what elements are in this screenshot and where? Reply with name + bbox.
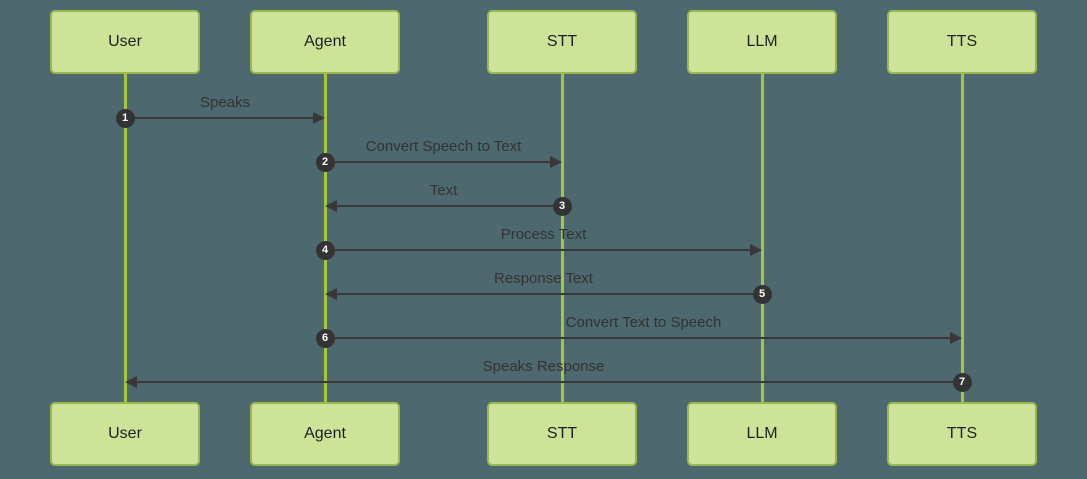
message-label-6: Convert Text to Speech	[565, 314, 722, 331]
message-arrow-5	[336, 293, 753, 295]
actor-box-bottom-stt: STT	[487, 402, 637, 466]
message-label-7: Speaks Response	[482, 358, 605, 375]
sequence-number-badge-2: 2	[315, 152, 335, 172]
actor-box-top-tts: TTS	[887, 10, 1037, 74]
message-arrow-4	[334, 249, 751, 251]
actor-label-top-tts: TTS	[946, 33, 978, 50]
actor-label-bottom-agent: Agent	[304, 425, 346, 442]
actor-box-bottom-agent: Agent	[250, 402, 400, 466]
actor-label-bottom-tts: TTS	[946, 425, 978, 442]
sequence-number-badge-5: 5	[752, 284, 772, 304]
actor-label-bottom-stt: STT	[546, 425, 578, 442]
actor-box-top-user: User	[50, 10, 200, 74]
sequence-number-badge-4: 4	[315, 240, 335, 260]
sequence-number-badge-7: 7	[952, 372, 972, 392]
actor-box-top-llm: LLM	[687, 10, 837, 74]
lifeline-user	[123, 74, 127, 402]
message-arrowhead-2	[550, 156, 562, 168]
message-arrow-3	[336, 205, 553, 207]
message-arrow-6	[334, 337, 951, 339]
actor-box-bottom-tts: TTS	[887, 402, 1037, 466]
message-label-2: Convert Speech to Text	[365, 138, 522, 155]
lifeline-llm	[760, 74, 764, 402]
message-arrowhead-4	[750, 244, 762, 256]
message-arrowhead-3	[325, 200, 337, 212]
message-arrowhead-1	[313, 112, 325, 124]
message-arrowhead-5	[325, 288, 337, 300]
actor-label-top-agent: Agent	[304, 33, 346, 50]
sequence-number-badge-1: 1	[115, 108, 135, 128]
actor-label-top-user: User	[108, 33, 142, 50]
sequence-number-badge-6: 6	[315, 328, 335, 348]
message-label-3: Text	[429, 182, 458, 199]
actor-label-top-stt: STT	[546, 33, 578, 50]
message-label-1: Speaks	[199, 94, 251, 111]
message-arrowhead-7	[125, 376, 137, 388]
sequence-number-badge-3: 3	[552, 196, 572, 216]
message-arrow-7	[136, 381, 953, 383]
message-arrow-1	[134, 117, 314, 119]
actor-label-top-llm: LLM	[746, 33, 778, 50]
actor-label-bottom-user: User	[108, 425, 142, 442]
actor-label-bottom-llm: LLM	[746, 425, 778, 442]
actor-box-top-stt: STT	[487, 10, 637, 74]
message-arrowhead-6	[950, 332, 962, 344]
message-arrow-2	[334, 161, 551, 163]
lifeline-agent	[323, 74, 327, 402]
lifeline-tts	[960, 74, 964, 402]
lifeline-stt	[560, 74, 564, 402]
actor-box-top-agent: Agent	[250, 10, 400, 74]
actor-box-bottom-user: User	[50, 402, 200, 466]
message-label-4: Process Text	[500, 226, 587, 243]
actor-box-bottom-llm: LLM	[687, 402, 837, 466]
message-label-5: Response Text	[494, 270, 593, 287]
